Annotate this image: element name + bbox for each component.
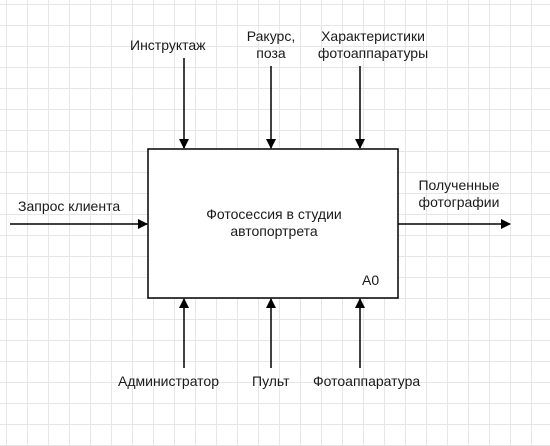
function-box-title-line: автопортрета [230, 223, 318, 239]
output-label-line: фотографии [418, 194, 500, 210]
function-box-id: A0 [362, 272, 380, 288]
mechanism-label-camera: Фотоаппаратура [313, 373, 421, 389]
control-label-line: Ракурс, [246, 28, 296, 44]
control-label-line: Характеристики [321, 28, 425, 44]
control-label-instruction: Инструктаж [130, 37, 206, 53]
function-box-title: Фотосессия в студии автопортрета [150, 206, 398, 240]
control-label-line: поза [256, 45, 286, 61]
function-box[interactable] [147, 148, 399, 299]
output-label-line: Полученные [418, 177, 500, 193]
function-box-title-line: Фотосессия в студии [206, 206, 342, 222]
control-label-equipment-specs: Характеристики фотоаппаратуры [312, 28, 434, 62]
control-label-angle-pose: Ракурс, поза [244, 28, 298, 62]
mechanism-label-administrator: Администратор [118, 373, 220, 389]
mechanism-label-remote: Пульт [252, 373, 290, 389]
input-label-client-request: Запрос клиента [18, 198, 121, 214]
output-label-photos: Полученные фотографии [408, 177, 510, 211]
control-label-line: фотоаппаратуры [317, 45, 429, 61]
